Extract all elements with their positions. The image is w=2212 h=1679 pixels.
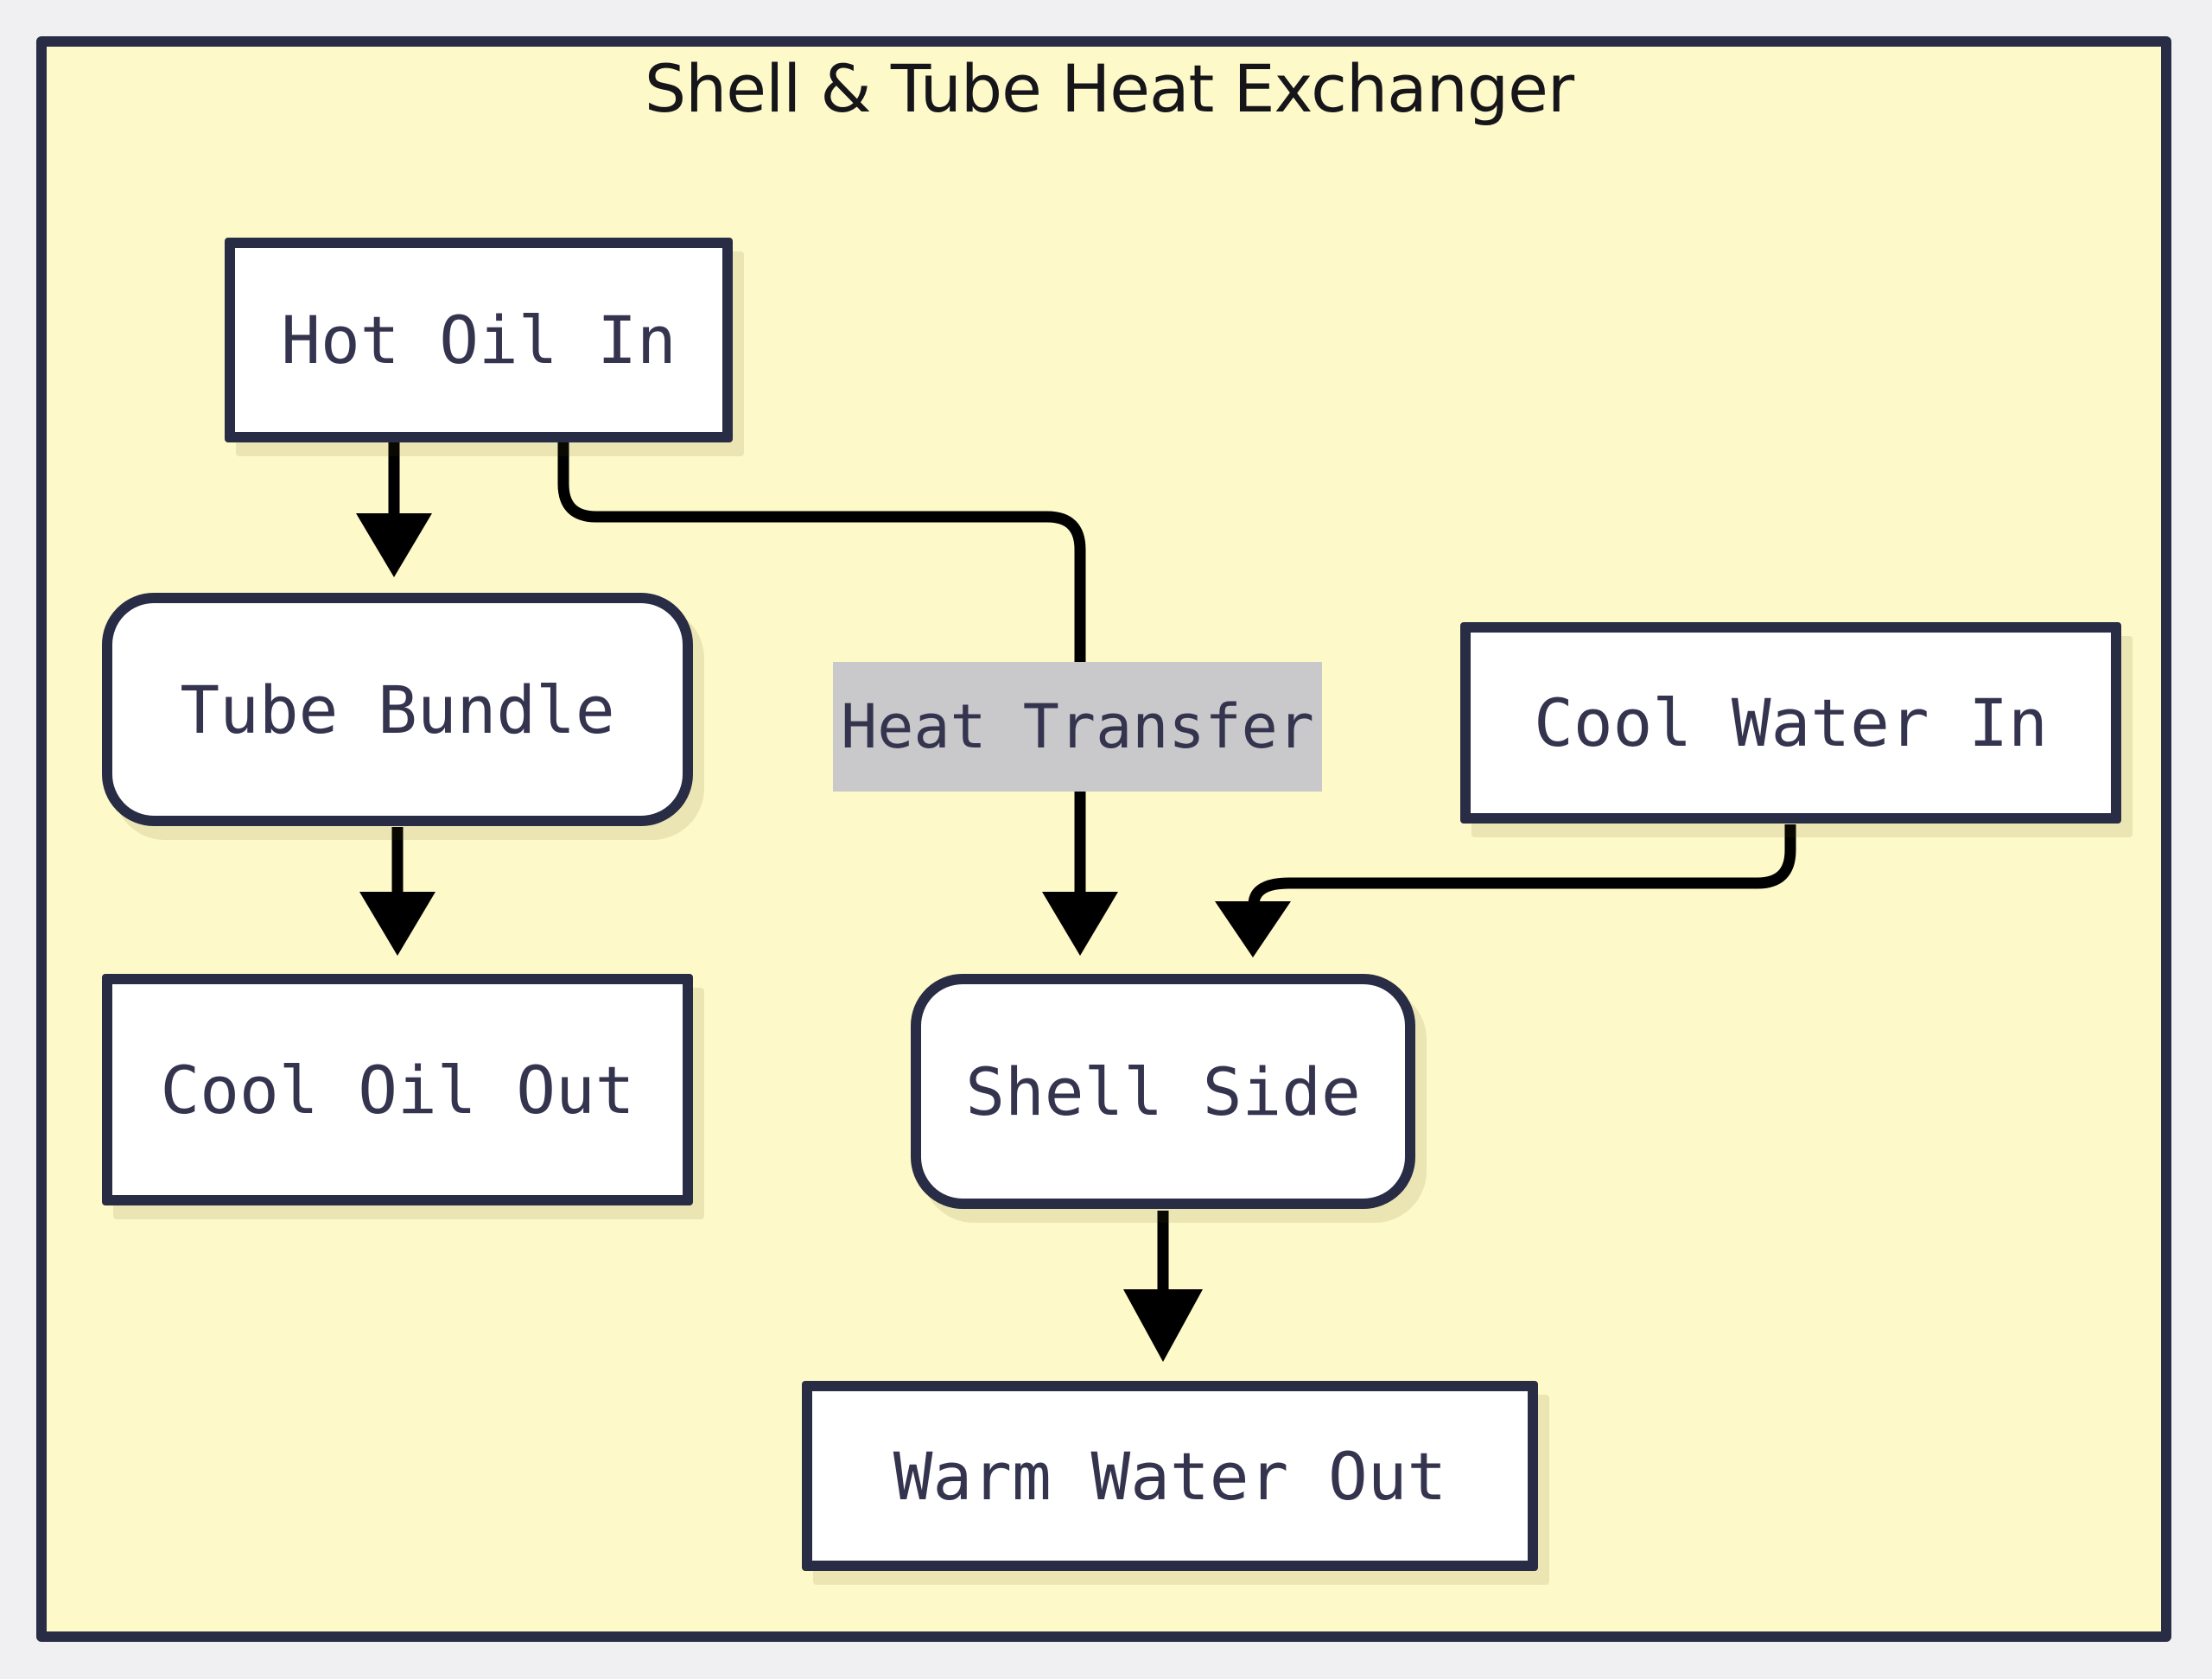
node-hot-oil-in: Hot Oil In — [225, 238, 733, 442]
edge-hot-oil-in-to-shell-side — [557, 442, 1118, 956]
node-cool-oil-out: Cool Oil Out — [102, 974, 693, 1205]
node-label: Shell Side — [965, 1053, 1361, 1130]
node-label: Warm Water Out — [893, 1437, 1447, 1515]
node-label: Cool Oil Out — [160, 1051, 635, 1129]
node-cool-water-in: Cool Water In — [1460, 622, 2121, 824]
arrowhead-icon — [356, 513, 432, 577]
edge-label-text: Heat Transfer — [841, 691, 1314, 762]
node-warm-water-out: Warm Water Out — [802, 1381, 1538, 1571]
edge-hot-oil-in-to-tube-bundle — [356, 442, 432, 577]
edge-shell-side-to-warm-water-out — [1123, 1211, 1203, 1362]
node-shell-side: Shell Side — [911, 974, 1415, 1209]
node-tube-bundle: Tube Bundle — [102, 593, 693, 826]
page-title: Shell & Tube Heat Exchanger — [644, 50, 1574, 127]
edge-tube-bundle-to-cool-oil-out — [359, 827, 435, 956]
arrowhead-icon — [359, 892, 435, 956]
arrowhead-icon — [1123, 1289, 1203, 1362]
edge-cool-water-in-to-shell-side — [1215, 824, 1796, 957]
arrowhead-icon — [1215, 901, 1291, 957]
node-label: Cool Water In — [1534, 684, 2048, 761]
node-label: Hot Oil In — [281, 302, 677, 378]
arrowhead-icon — [1042, 892, 1118, 956]
node-label: Tube Bundle — [180, 671, 615, 748]
edge-label-heat-transfer: Heat Transfer — [833, 662, 1322, 792]
